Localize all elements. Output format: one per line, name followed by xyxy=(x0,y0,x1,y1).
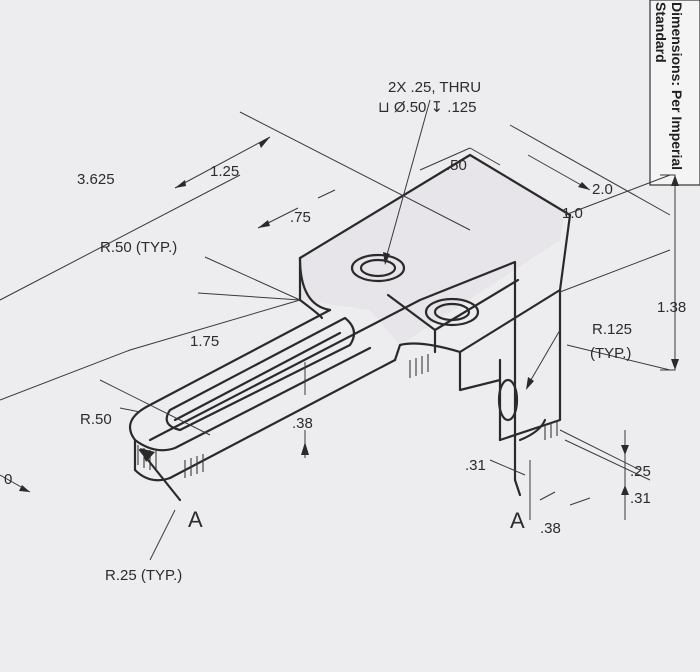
dimension-labels: 2X .25, THRU ⊔ Ø.50 ↧ .125 3.625 1.25 .7… xyxy=(4,79,686,584)
note-line-2: Standard xyxy=(653,2,669,63)
dim-031: .31 xyxy=(465,457,486,474)
dim-031-right: .31 xyxy=(630,490,651,507)
dim-1-25: 1.25 xyxy=(210,163,239,180)
hole-note-line-1: 2X .25, THRU xyxy=(388,79,481,96)
dim-1-75: 1.75 xyxy=(190,333,219,350)
dim-025: .25 xyxy=(630,463,651,480)
section-line xyxy=(138,260,522,502)
radius-0125-typ: (TYP.) xyxy=(590,345,631,362)
dim-050: .50 xyxy=(446,157,467,174)
cut-label-zero: 0 xyxy=(4,471,12,488)
dim-2-0: 2.0 xyxy=(592,181,613,198)
note-line-1: Dimensions: Per Imperial xyxy=(669,2,685,170)
radius-050-typ: R.50 (TYP.) xyxy=(100,239,177,256)
radius-050: R.50 xyxy=(80,411,112,428)
section-label-a-right: A xyxy=(510,508,525,533)
part-body xyxy=(128,153,572,482)
dim-038: .38 xyxy=(292,415,313,432)
dim-1-38: 1.38 xyxy=(657,299,686,316)
dim-075: .75 xyxy=(290,209,311,226)
section-label-a-left: A xyxy=(188,507,203,532)
dim-1-0: 1.0 xyxy=(562,205,583,222)
radius-025-typ: R.25 (TYP.) xyxy=(105,567,182,584)
dimension-note-box: Dimensions: Per Imperial Standard xyxy=(649,0,700,186)
hole-note-line-2: ⊔ Ø.50 ↧ .125 xyxy=(378,99,477,116)
dim-3-625: 3.625 xyxy=(77,171,115,188)
radius-0125: R.125 xyxy=(592,321,632,338)
dimension-lines xyxy=(0,99,679,561)
dim-038-bottom: .38 xyxy=(540,520,561,537)
